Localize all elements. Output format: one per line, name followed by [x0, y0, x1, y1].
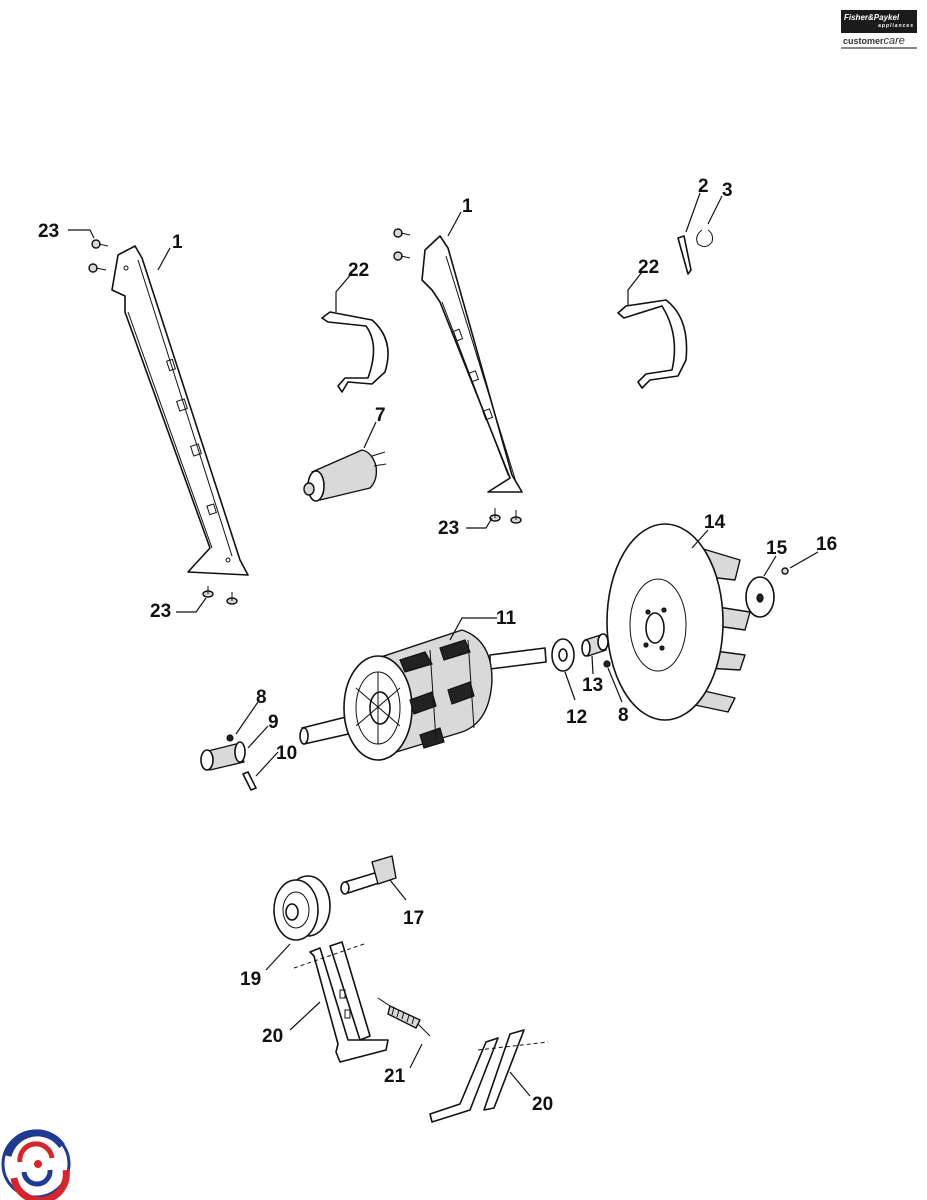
callout-9: 9: [268, 712, 279, 733]
callout-13: 13: [582, 675, 603, 696]
clamp-22-left: [321, 311, 389, 393]
washer-12: [551, 638, 575, 672]
callout-15: 15: [766, 538, 788, 559]
callout-labels: 23 1 23 22 7 1 23 2 3 22 14 15 16 11 12 …: [38, 176, 837, 1115]
setscrew-8-right: [603, 660, 611, 668]
bracket-left: [111, 245, 249, 576]
leader-lines: [68, 192, 819, 1097]
callout-23-left-bottom: 23: [150, 601, 171, 622]
callout-8-left: 8: [256, 687, 267, 708]
callout-23-middle: 23: [438, 518, 459, 539]
bracket-middle: [421, 235, 523, 493]
screw-23-middle-top: [393, 228, 411, 261]
customer-care-wordmark: customercare: [841, 33, 917, 49]
brand-name-badge: Fisher&Paykel appliances: [841, 10, 917, 33]
callout-22-right: 22: [638, 257, 659, 278]
callout-17: 17: [403, 908, 424, 929]
care-word-customer: customer: [843, 36, 884, 46]
callout-1-middle: 1: [462, 196, 473, 217]
tensioner-bracket-20-left: [293, 941, 389, 1063]
tensioner-bracket-20-right: [429, 1029, 549, 1123]
bolt-17: [340, 855, 397, 895]
callout-22-left: 22: [348, 260, 369, 281]
callout-19: 19: [240, 969, 261, 990]
callout-16: 16: [816, 534, 837, 555]
spring-21: [377, 997, 431, 1037]
callout-7: 7: [375, 405, 386, 426]
swirl-logo: [1, 1129, 71, 1200]
care-word-care: care: [883, 35, 905, 47]
washer-15: [745, 576, 775, 618]
callout-1-left: 1: [172, 232, 183, 253]
pin-10: [242, 771, 257, 791]
fan-14: [606, 523, 751, 721]
callout-20-left: 20: [262, 1026, 283, 1047]
bushing-13: [581, 633, 609, 657]
callout-11: 11: [496, 608, 517, 629]
pulley-hub-9: [200, 741, 246, 771]
screw-23-left-bottom: [202, 586, 238, 605]
brand-tagline: appliances: [878, 23, 914, 29]
clip-3: [696, 229, 713, 248]
callout-12: 12: [566, 707, 587, 728]
callout-21: 21: [384, 1066, 406, 1087]
clip-pin-2: [677, 235, 692, 275]
callout-23-left-top: 23: [38, 221, 59, 242]
setscrew-8-left: [226, 734, 234, 742]
brand-name: Fisher&Paykel: [844, 13, 900, 22]
callout-3: 3: [722, 180, 733, 201]
callout-14: 14: [704, 512, 726, 533]
callout-8-right: 8: [618, 705, 629, 726]
screw-23-left-top: [88, 239, 109, 273]
screw-16: [781, 567, 789, 575]
pulley-19: [273, 875, 331, 941]
callout-2: 2: [698, 176, 709, 197]
screw-23-middle-bottom: [489, 508, 522, 524]
clamp-22-right: [617, 299, 688, 389]
callout-20-right: 20: [532, 1094, 553, 1115]
brand-logo: Fisher&Paykel appliances customercare: [841, 10, 917, 49]
capacitor-7: [303, 449, 387, 502]
callout-10: 10: [276, 743, 297, 764]
rotor-11: [299, 629, 547, 761]
